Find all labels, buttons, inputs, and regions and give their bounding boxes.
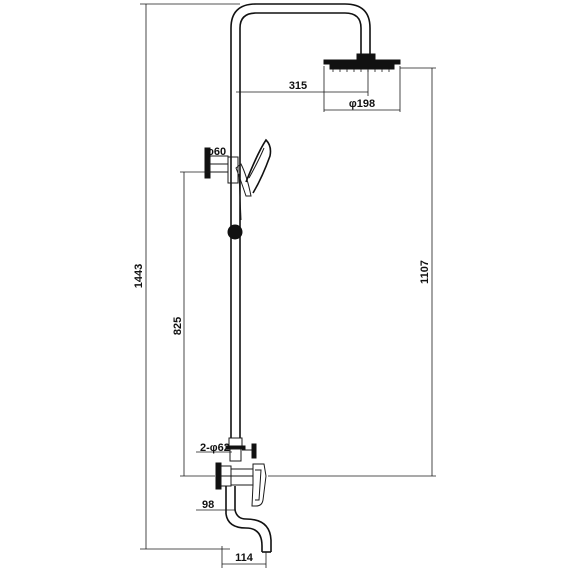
shower-arm [230,3,371,55]
head-to-outlet-dimension: 1107 [268,67,436,477]
diverter [225,437,257,462]
spout-length-label: 114 [235,552,254,564]
holder-to-outlet-dimension: 825 [172,171,215,477]
holder-to-outlet-label: 825 [172,317,184,335]
escutcheon-diameter-label: 2-φ62 [200,442,230,454]
holder-diameter-label: φ60 [206,146,226,158]
hand-shower [235,138,272,221]
arm-length-dimension: 315 [236,70,369,96]
rain-shower-head [323,53,401,72]
arm-length-label: 315 [289,80,307,92]
bath-spout [225,486,272,553]
head-to-outlet-label: 1107 [419,260,431,284]
spout-length-dimension: 114 [221,546,267,568]
mixer-valve [215,462,267,507]
hand-shower-holder: φ60 [204,146,239,184]
spout-projection-dimension: 98 [196,499,236,511]
escutcheon-dimension: 2-φ62 [196,442,232,454]
head-diameter-label: φ198 [349,98,375,110]
total-height-dimension: 1443 [133,3,240,550]
total-height-label: 1443 [133,264,145,288]
spout-projection-label: 98 [202,499,214,511]
head-diameter-dimension: φ198 [323,66,401,112]
slide-ball [227,224,243,240]
